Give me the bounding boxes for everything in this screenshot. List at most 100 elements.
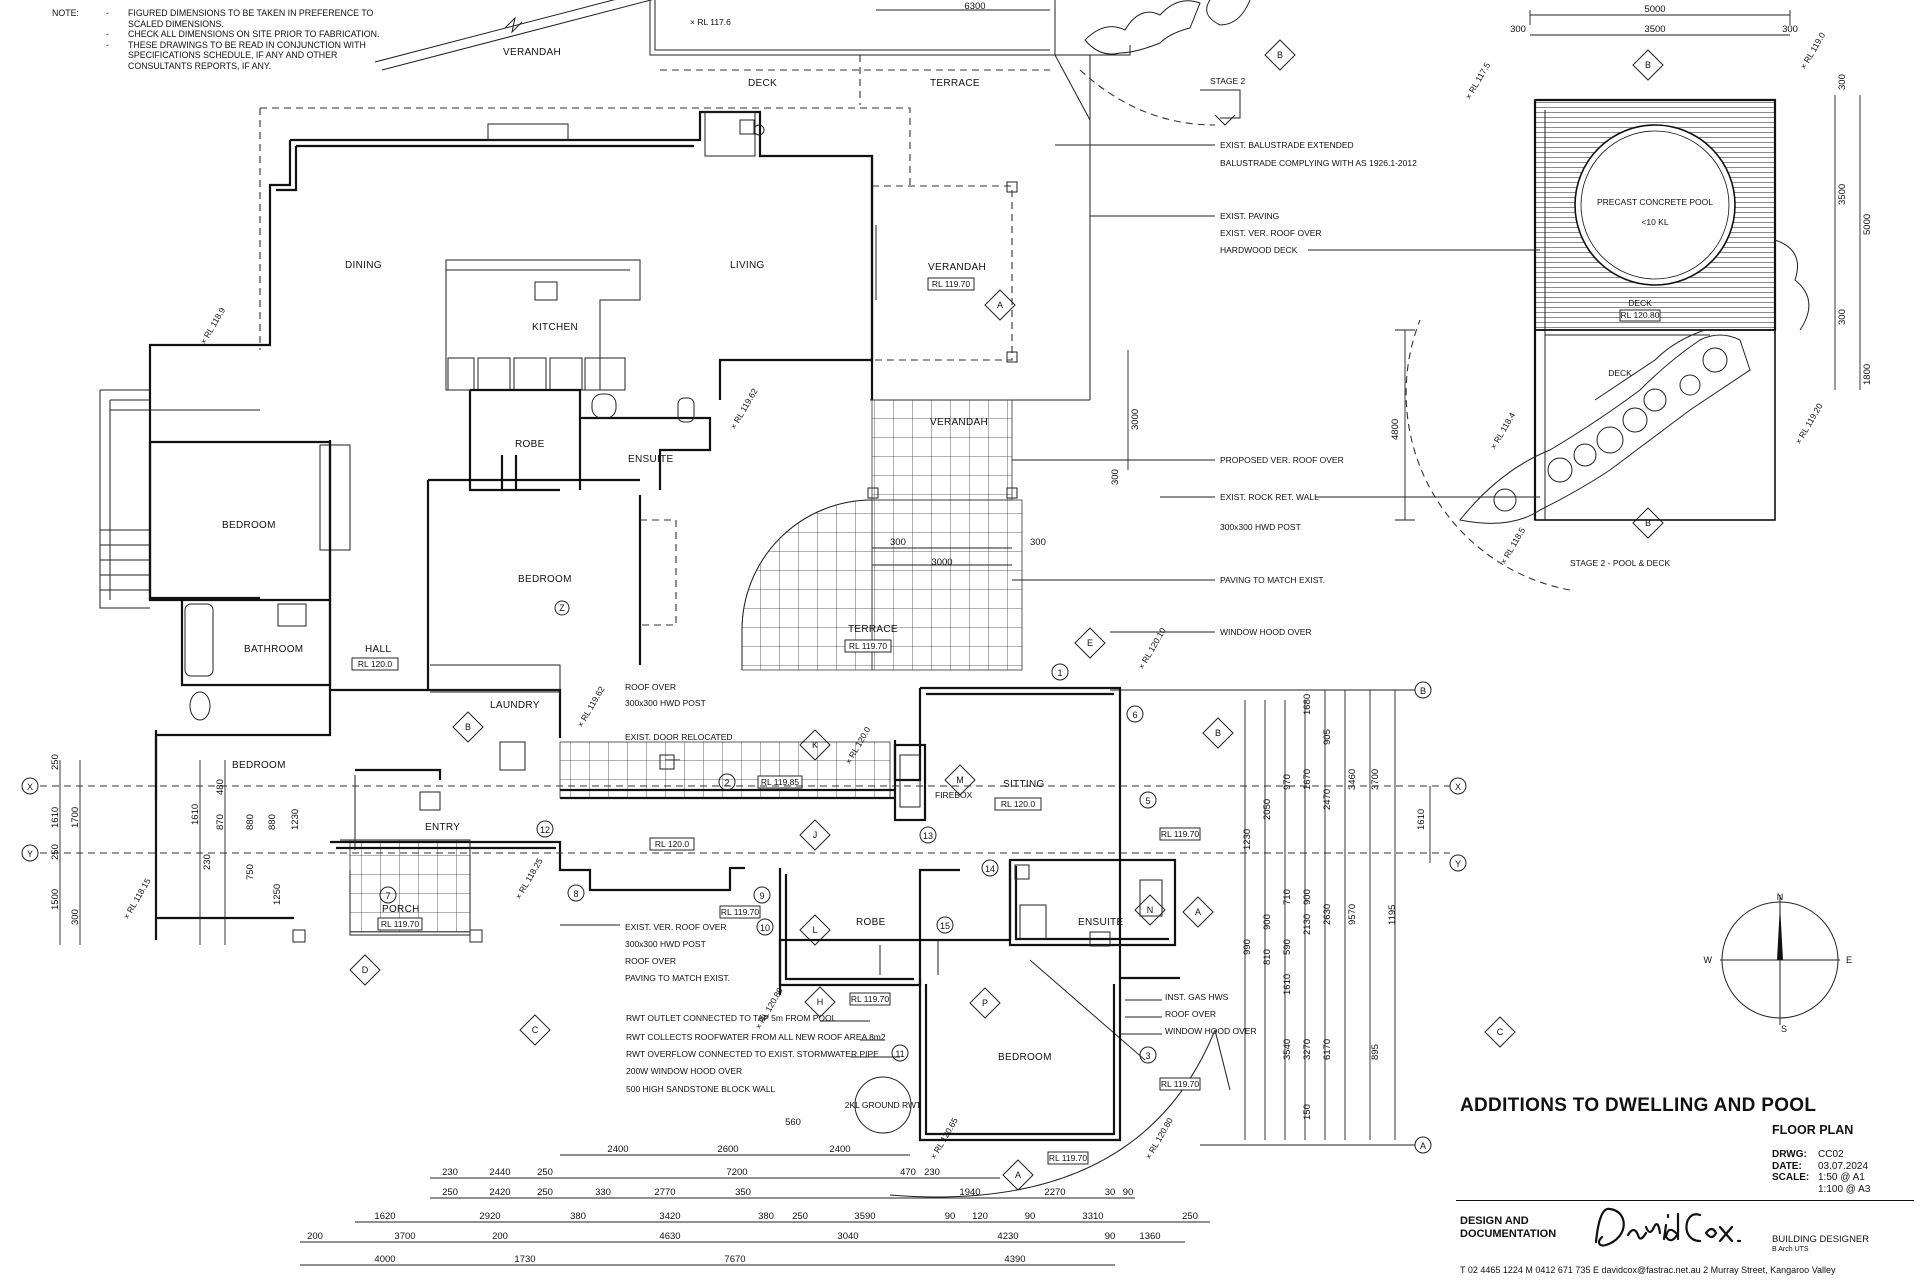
svg-text:7670: 7670 [724,1254,745,1265]
svg-text:2400: 2400 [829,1144,850,1155]
svg-text:470: 470 [900,1167,916,1178]
room-label-terrace: TERRACE [848,624,898,635]
svg-text:1610: 1610 [1282,974,1293,995]
room-label-terrace-top: TERRACE [930,78,980,89]
svg-text:3310: 3310 [1082,1211,1103,1222]
svg-text:120: 120 [972,1211,988,1222]
svg-text:2770: 2770 [654,1187,675,1198]
svg-text:6300: 6300 [964,1,985,12]
grid-bubble-x-left: X [21,777,39,795]
room-label-bathroom: BATHROOM [244,644,303,655]
callouts-right: EXIST. BALUSTRADE EXTENDED BALUSTRADE CO… [1012,140,1540,637]
svg-text:13: 13 [923,831,933,841]
svg-text:870: 870 [215,814,226,830]
design-label: DESIGN AND DOCUMENTATION [1460,1215,1557,1240]
svg-text:90: 90 [1105,1231,1116,1242]
marker-circle: 10 [756,918,774,936]
marker-circle: 14 [981,859,999,877]
svg-text:2920: 2920 [479,1211,500,1222]
svg-text:× RL 118.15: × RL 118.15 [121,876,153,921]
svg-text:230: 230 [924,1167,940,1178]
svg-text:× RL 119.0: × RL 119.0 [1798,30,1827,71]
svg-text:RL 119.70: RL 119.70 [1049,1153,1088,1163]
svg-text:1610: 1610 [1416,809,1427,830]
svg-text:3460: 3460 [1347,769,1358,790]
room-label-porch: PORCH [382,904,420,915]
svg-text:3540: 3540 [1282,1039,1293,1060]
note-item: FIGURED DIMENSIONS TO BE TAKEN IN PREFER… [106,8,382,29]
section-marker: N [1134,894,1166,926]
designer-signature [1594,1207,1742,1247]
room-label-sitting: SITTING [1003,779,1045,790]
svg-text:990: 990 [1242,939,1253,955]
marker-circle: 12 [536,820,554,838]
callouts-centre: ROOF OVER 300x300 HWD POST EXIST. DOOR R… [560,682,1257,1198]
grid-lines: X Y X Y B A [21,681,1467,1154]
svg-text:RL 119.70: RL 119.70 [1161,1079,1200,1089]
svg-text:300: 300 [1110,469,1121,485]
svg-text:1730: 1730 [514,1254,535,1265]
svg-text:ROOF OVER: ROOF OVER [1165,1009,1216,1019]
existing-house-walls [99,107,1023,940]
room-label-bedroom-sw: BEDROOM [232,760,286,771]
svg-text:EXIST. DOOR RELOCATED: EXIST. DOOR RELOCATED [625,732,733,742]
marker-circle: 3 [1139,1046,1157,1064]
svg-text:B: B [1215,728,1221,738]
room-label-bedroom-centre: BEDROOM [518,574,572,585]
svg-text:Y: Y [27,849,33,859]
svg-text:3040: 3040 [837,1231,858,1242]
svg-text:RL 119.70: RL 119.70 [1161,829,1200,839]
room-label-robe-new: ROBE [856,917,886,928]
svg-text:Z: Z [559,603,565,613]
svg-text:2: 2 [724,778,729,788]
svg-text:2130: 2130 [1302,914,1313,935]
rwt-tank-label: 2KL GROUND RWT [845,1100,922,1110]
svg-text:300x300 HWD POST: 300x300 HWD POST [625,939,706,949]
marker-circle: 6 [1126,705,1144,723]
svg-text:3500: 3500 [1644,24,1665,35]
svg-text:230: 230 [442,1167,458,1178]
svg-text:H: H [817,997,824,1007]
svg-text:× RL 119.20: × RL 119.20 [1793,401,1825,446]
svg-text:1610: 1610 [190,804,201,825]
svg-text:PAVING TO MATCH EXIST.: PAVING TO MATCH EXIST. [625,973,730,983]
svg-text:1195: 1195 [1387,905,1398,925]
svg-text:PROPOSED VER. ROOF OVER: PROPOSED VER. ROOF OVER [1220,455,1344,465]
section-marker: A [1182,896,1214,928]
svg-text:2440: 2440 [489,1167,510,1178]
svg-text:D: D [362,965,369,975]
svg-text:90: 90 [1123,1187,1134,1198]
marker-circle: 8 [567,884,585,902]
svg-text:2630: 2630 [1322,904,1333,925]
section-markers: B B B A E B B K J L H P M N A C C D A [349,39,1664,1191]
svg-text:230: 230 [202,854,213,870]
svg-text:× RL 117.6: × RL 117.6 [690,17,731,27]
svg-text:A: A [997,300,1003,310]
stage2-title: STAGE 2 - POOL & DECK [1570,558,1670,568]
svg-text:N: N [1147,905,1154,915]
marker-circle: 1 [1051,663,1069,681]
marker-circle: Z [554,600,570,616]
room-label-ensuite: ENSUITE [628,454,673,465]
svg-text:6: 6 [1132,710,1137,720]
grid-bubble-b: B [1414,681,1432,699]
svg-text:RL 120.0: RL 120.0 [358,659,392,669]
svg-text:7200: 7200 [726,1167,747,1178]
svg-text:9570: 9570 [1347,904,1358,925]
svg-text:P: P [982,998,988,1008]
section-marker: P [969,987,1001,1019]
section-marker: B [452,711,484,743]
svg-text:970: 970 [1282,774,1293,790]
svg-text:710: 710 [1282,889,1293,905]
bottom-dimensions: 2400 2600 2400 560 230 2440 250 7200 470… [300,1117,1210,1266]
svg-text:× RL 119.62: × RL 119.62 [728,386,760,431]
svg-text:3: 3 [1145,1051,1150,1061]
svg-text:RL 119.70: RL 119.70 [381,919,420,929]
svg-text:3420: 3420 [659,1211,680,1222]
section-marker: B [1632,507,1664,539]
grid-bubble-y-right: Y [1449,854,1467,872]
svg-text:EXIST. VER. ROOF OVER: EXIST. VER. ROOF OVER [625,922,727,932]
section-marker: E [1074,627,1106,659]
svg-text:880: 880 [245,814,256,830]
